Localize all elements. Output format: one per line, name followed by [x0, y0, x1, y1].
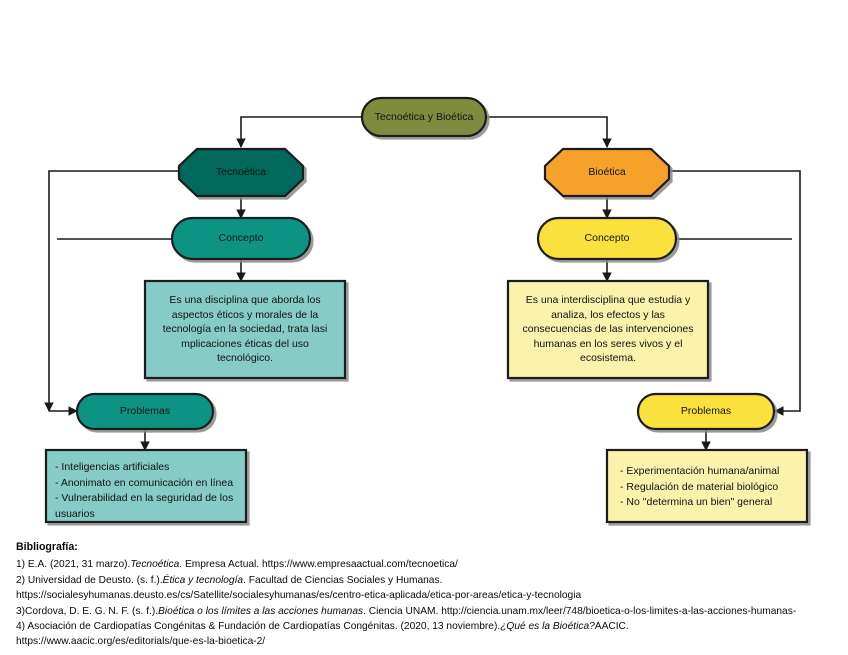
- edge-title-to-tecnoetica: [236, 116, 362, 148]
- edge-title-to-bioetica: [486, 116, 612, 148]
- edge-bioetica-to-problemas: [660, 170, 801, 416]
- edge-tecnoetica-to-problemas: [44, 170, 188, 412]
- node-tecnoetica-shape[interactable]: [177, 147, 305, 198]
- node-problemas-left-shape[interactable]: [75, 392, 215, 431]
- bibliography-entries: 1) E.A. (2021, 31 marzo).Tecnoética. Emp…: [16, 557, 840, 649]
- node-title-shape[interactable]: [360, 96, 488, 138]
- bibliography-entry: 4) Asociación de Cardiopatías Congénitas…: [16, 621, 629, 633]
- node-problemas-right-shape[interactable]: [636, 392, 776, 431]
- node-concepto-right-shape[interactable]: [536, 216, 678, 261]
- node-concepto-left-shape[interactable]: [170, 216, 312, 261]
- box-list-left-shape: [44, 448, 248, 524]
- connector-group: [44, 116, 801, 451]
- bibliography-entry: https://www.aacic.org/es/editorials/que-…: [16, 636, 266, 648]
- bibliography-entry: 2) Universidad de Deusto. (s. f.).Ética …: [16, 574, 443, 586]
- concept-map-graphic: [44, 96, 809, 524]
- box-desc-right-shape: [506, 279, 710, 380]
- node-bioetica-shape[interactable]: [543, 147, 671, 198]
- box-list-right-shape: [605, 448, 809, 524]
- box-desc-left-shape: [143, 279, 347, 380]
- bibliography-entry: 3)Cordova, D. E. G. N. F. (s. f.).Bioéti…: [16, 605, 797, 617]
- bibliography-heading: Bibliografía:: [16, 541, 78, 553]
- bibliography-entry: https://socialesyhumanas.deusto.es/cs/Sa…: [16, 590, 582, 602]
- bibliography-entry: 1) E.A. (2021, 31 marzo).Tecnoética. Emp…: [16, 559, 458, 571]
- bibliography-section: Bibliografía: 1) E.A. (2021, 31 marzo).T…: [16, 540, 840, 650]
